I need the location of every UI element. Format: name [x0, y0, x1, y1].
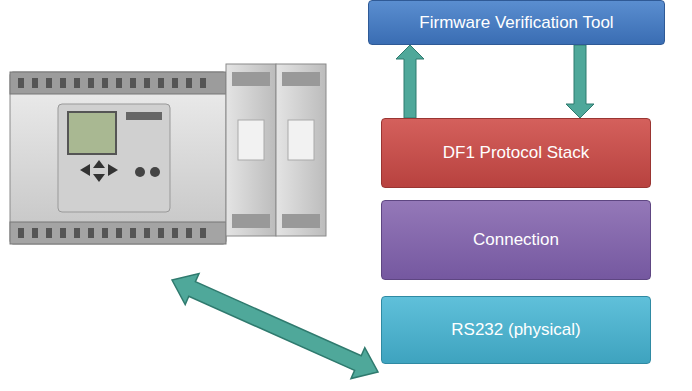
- expansion-module: [226, 64, 326, 236]
- data-flow-arrow: [566, 45, 594, 118]
- physical-box: RS232 (physical): [381, 296, 651, 364]
- layer-label: Firmware Verification Tool: [419, 13, 613, 33]
- plc-device: [10, 72, 226, 244]
- serial-link-arrow: [172, 274, 378, 379]
- connection-box: Connection: [381, 200, 651, 280]
- data-flow-arrow: [396, 45, 424, 118]
- layer-label: DF1 Protocol Stack: [443, 143, 589, 163]
- layer-label: Connection: [473, 230, 559, 250]
- layer-label: RS232 (physical): [451, 320, 580, 340]
- tool-box: Firmware Verification Tool: [368, 0, 665, 45]
- protocol-box: DF1 Protocol Stack: [381, 118, 651, 188]
